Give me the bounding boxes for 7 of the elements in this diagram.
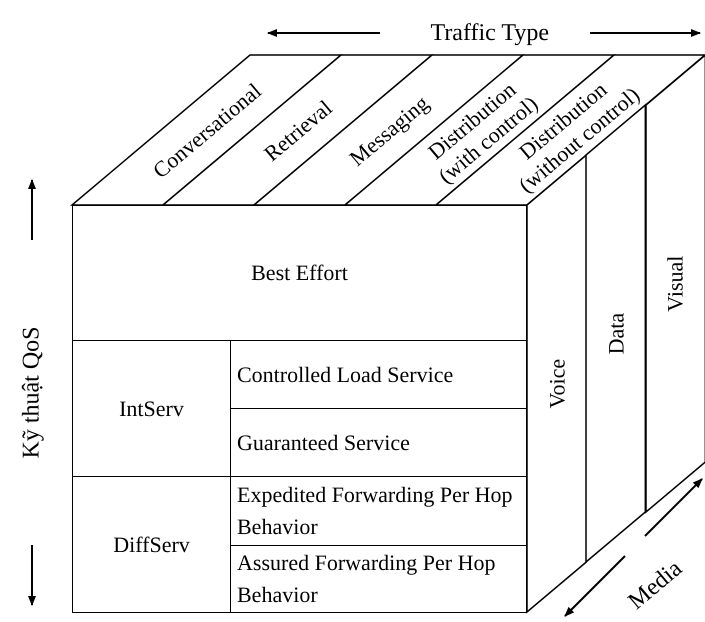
table-cell: Assured Forwarding Per Hop Behavior	[230, 545, 527, 613]
axis-title: Traffic Type	[430, 20, 550, 46]
axis-title: Kỹ thuật QoS	[18, 326, 46, 458]
category-label: Data	[603, 312, 629, 356]
category-label: Voice	[544, 358, 570, 410]
category-label: Visual	[662, 254, 688, 314]
table-cell: DiffServ	[72, 476, 231, 613]
